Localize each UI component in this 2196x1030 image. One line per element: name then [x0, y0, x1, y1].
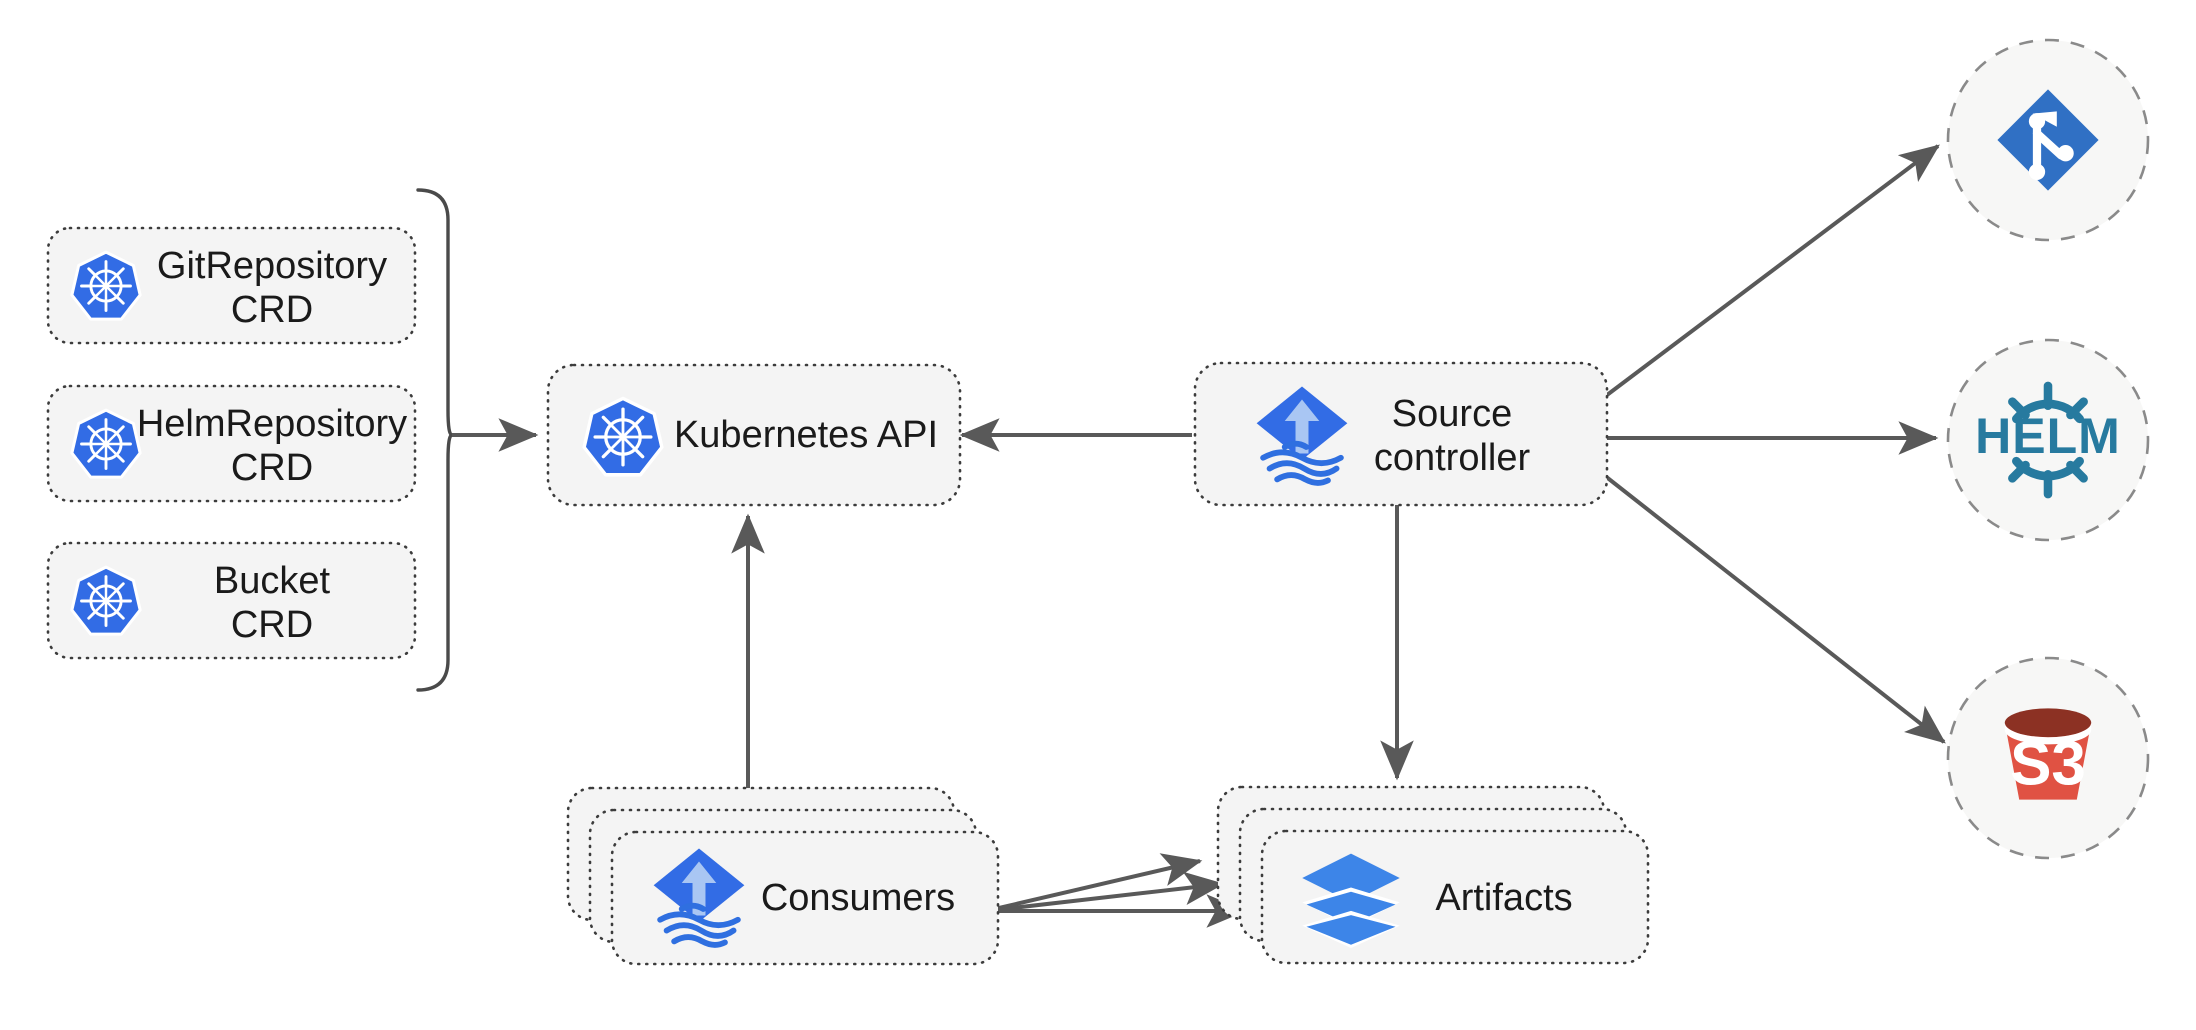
node-artifacts[interactable]: Artifacts [1216, 785, 1650, 965]
crd-bracket [416, 188, 453, 692]
crd-label-line1: Bucket [214, 560, 331, 602]
node-consumers[interactable]: Consumers [566, 786, 1000, 966]
edge-source-controller-to-git [1601, 144, 1940, 400]
s3-wordmark: S3 [2010, 729, 2086, 798]
kubernetes-icon [582, 396, 664, 477]
crd-card-bucket[interactable]: Bucket CRD [46, 541, 417, 660]
kubernetes-icon [70, 565, 142, 636]
edge-layer [452, 144, 1946, 928]
external-source-helm[interactable]: HELM [1946, 338, 2150, 542]
kubernetes-api-label: Kubernetes API [674, 414, 938, 456]
consumers-label: Consumers [761, 877, 955, 919]
crd-card-helmrepository[interactable]: HelmRepository CRD [46, 384, 417, 503]
edge-consumers-to-artifacts-mid [985, 871, 1225, 913]
artifacts-card-front[interactable]: Artifacts [1260, 829, 1650, 965]
crd-label-line2: CRD [231, 604, 313, 646]
crd-card-gitrepository[interactable]: GitRepository CRD [46, 226, 417, 345]
source-controller-label-line2: controller [1374, 437, 1531, 479]
crd-label-line2: CRD [231, 447, 313, 489]
crd-label-line1: HelmRepository [137, 403, 407, 445]
consumers-card-front[interactable]: Consumers [610, 830, 1000, 966]
edge-consumers-to-artifacts-back [985, 853, 1203, 913]
source-controller-label-line1: Source [1392, 393, 1512, 435]
kubernetes-icon [70, 408, 142, 479]
node-source-controller[interactable]: Source controller [1193, 361, 1609, 507]
helm-wordmark: HELM [1975, 408, 2121, 464]
external-source-s3[interactable]: S3 [1946, 656, 2150, 860]
crd-label-line2: CRD [231, 289, 313, 331]
edge-source-controller-to-s3 [1598, 470, 1946, 744]
crd-label-line1: GitRepository [157, 245, 387, 287]
kubernetes-icon [70, 250, 142, 321]
external-source-git[interactable] [1946, 38, 2150, 242]
node-kubernetes-api[interactable]: Kubernetes API [546, 363, 962, 507]
artifacts-label: Artifacts [1435, 877, 1572, 919]
